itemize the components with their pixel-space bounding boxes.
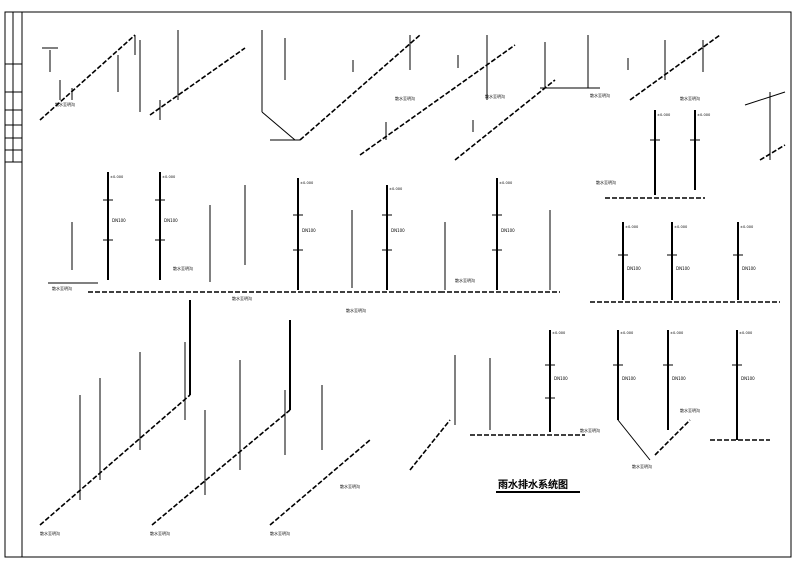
pipe-labels: DN100 DN100 DN100 DN100 DN100 DN100 DN10… [112,218,756,381]
outfall-label: 散水至明沟 [55,101,75,107]
outfall-label: 散水至明沟 [40,530,60,536]
elevation-label: ±0.000 [657,113,671,117]
elevation-label: ±0.000 [670,331,684,335]
outfall-label: 散水至明沟 [173,265,193,271]
drawing-frame [4,11,792,558]
elevation-label: ±0.000 [300,181,314,185]
pipe-size-label: DN100 [501,228,515,233]
elevation-label: ±0.000 [162,175,176,179]
outfall-label: 散水至明沟 [590,92,610,98]
outfall-label: 散水至明沟 [270,530,290,536]
outfall-labels: 散水至明沟 散水至明沟 散水至明沟 散水至明沟 散水至明沟 散水至明沟 散水至明… [40,92,700,536]
elevation-label: ±0.000 [739,331,753,335]
branch-ticks [103,139,743,399]
outfall-label: 散水至明沟 [580,427,600,433]
pipe-size-label: DN100 [391,228,405,233]
elevation-label: ±0.000 [697,113,711,117]
outfall-label: 散水至明沟 [340,483,360,489]
top-row-systems [39,30,786,161]
elevation-label: ±0.000 [625,225,639,229]
outfall-label: 散水至明沟 [346,307,366,313]
elevation-label: ±0.000 [110,175,124,179]
elevation-label: ±0.000 [674,225,688,229]
outfall-label: 散水至明沟 [680,407,700,413]
drawing-title: 雨水排水系统图 [498,478,568,491]
outfall-label: 散水至明沟 [232,295,252,301]
outfall-label: 散水至明沟 [395,95,415,101]
pipe-size-label: DN100 [302,228,316,233]
outfall-label: 散水至明沟 [150,530,170,536]
pipe-size-label: DN100 [741,376,755,381]
elevation-label: ±0.000 [620,331,634,335]
outfall-label: 散水至明沟 [596,179,616,185]
lower-left-systems [39,300,371,526]
elevation-label: ±0.000 [740,225,754,229]
pipe-size-label: DN100 [164,218,178,223]
pipe-size-label: DN100 [627,266,641,271]
pipe-size-label: DN100 [672,376,686,381]
pipe-size-label: DN100 [676,266,690,271]
pipe-size-label: DN100 [554,376,568,381]
outfall-label: 散水至明沟 [632,463,652,469]
pipe-size-label: DN100 [112,218,126,223]
middle-row-systems-a [48,172,560,293]
pipe-size-label: DN100 [622,376,636,381]
elevation-label: ±0.000 [389,187,403,191]
outfall-label: 散水至明沟 [455,277,475,283]
right-panel-systems [590,110,780,303]
lower-right-systems [409,330,770,471]
outfall-label: 散水至明沟 [52,285,72,291]
elevation-label: ±0.000 [552,331,566,335]
drawing-title-group: 雨水排水系统图 [496,478,580,493]
title-block [4,11,23,163]
outfall-label: 散水至明沟 [680,95,700,101]
pipe-size-label: DN100 [742,266,756,271]
outfall-label: 散水至明沟 [485,93,505,99]
elevation-label: ±0.000 [499,181,513,185]
elevation-labels: ±0.000 ±0.000 ±0.000 ±0.000 ±0.000 ±0.00… [110,113,754,335]
